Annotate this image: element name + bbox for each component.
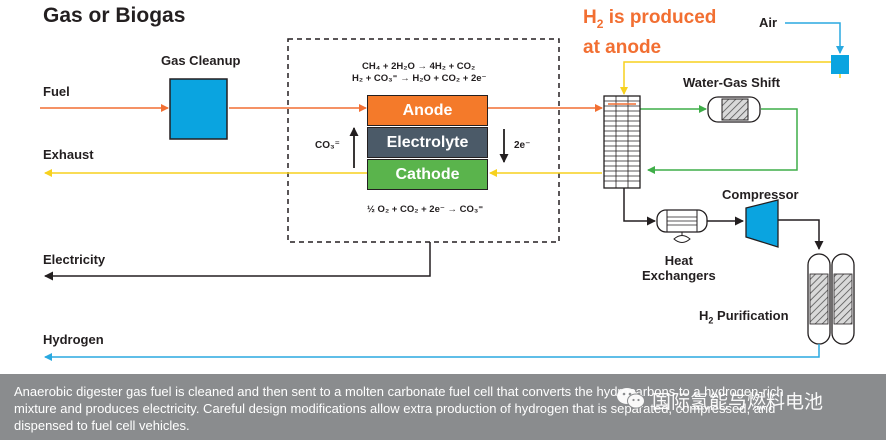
- hydrogen-produced-note: H2 is produced at anode: [583, 6, 716, 59]
- water-gas-shift-loop: [640, 105, 798, 174]
- h2-symbol: H: [583, 7, 597, 28]
- air-label: Air: [759, 15, 778, 30]
- watermark: 国际氢能与燃料电池: [616, 386, 823, 415]
- caption-panel: Anaerobic digester gas fuel is cleaned a…: [0, 374, 886, 440]
- water-gas-shift-label: Water-Gas Shift: [683, 75, 781, 90]
- watermark-text: 国际氢能与燃料电池: [652, 391, 824, 413]
- h2-purification-label: H2 Purification: [699, 308, 789, 326]
- purification-rest: Purification: [713, 308, 789, 323]
- shift-product-line: [623, 188, 656, 226]
- wechat-icon: [616, 386, 646, 415]
- caption-line-1: Anaerobic digester gas fuel is cleaned a…: [14, 384, 784, 399]
- hydrogen-flow: [44, 344, 820, 361]
- purification-h: H: [699, 308, 709, 323]
- highlight-line1: is produced: [603, 7, 717, 28]
- hydrogen-label: Hydrogen: [43, 332, 104, 347]
- heat-exchangers-label-line2: Exchangers: [642, 268, 716, 283]
- highlight-line2: at anode: [583, 36, 662, 58]
- h2-subscript: 2: [596, 16, 604, 31]
- water-gas-shift-reactor: [707, 96, 761, 123]
- cathode-layer: Cathode: [367, 159, 488, 190]
- compressor: [745, 199, 779, 248]
- gas-cleanup-label: Gas Cleanup: [161, 53, 241, 68]
- to-purification-line: [778, 219, 824, 250]
- fuel-label: Fuel: [43, 84, 70, 99]
- cathode-reaction: ½ O₂ + CO₂ + 2e⁻ → CO₃⁼: [367, 204, 484, 215]
- heat-exchangers-label-line1: Heat: [664, 253, 693, 268]
- electricity-label: Electricity: [43, 252, 106, 267]
- heat-exchanger-column: [603, 95, 641, 189]
- anode-reaction-2: H₂ + CO₃⁼ → H₂O + CO₂ + 2e⁻: [352, 73, 487, 84]
- heat-exchangers: [656, 209, 708, 243]
- anode-reaction-1: CH₄ + 2H₂O → 4H₂ + CO₂: [362, 61, 476, 72]
- heat-exchangers-label: Heat Exchangers: [642, 253, 716, 283]
- anode-layer: Anode: [367, 95, 488, 126]
- caption-line-2: mixture and produces electricity. Carefu…: [14, 401, 776, 416]
- air-flow: [785, 22, 844, 54]
- caption-line-3: dispensed to fuel cell vehicles.: [14, 418, 190, 433]
- electron-label: 2e⁻: [514, 140, 531, 151]
- exhaust-label: Exhaust: [43, 147, 94, 162]
- electrolyte-layer: Electrolyte: [367, 127, 488, 158]
- carbonate-ion-label: CO₃⁼: [315, 140, 340, 151]
- purification-sub: 2: [708, 315, 714, 326]
- fuel-cell-enclosure: [287, 38, 560, 243]
- process-diagram: [40, 22, 855, 361]
- diagram-title: Gas or Biogas: [43, 4, 186, 27]
- air-mixer: [831, 55, 849, 74]
- gas-cleanup-unit: [169, 78, 228, 140]
- electricity-flow: [44, 242, 431, 281]
- h2-purification-columns: [807, 253, 855, 345]
- compressor-label: Compressor: [722, 187, 799, 202]
